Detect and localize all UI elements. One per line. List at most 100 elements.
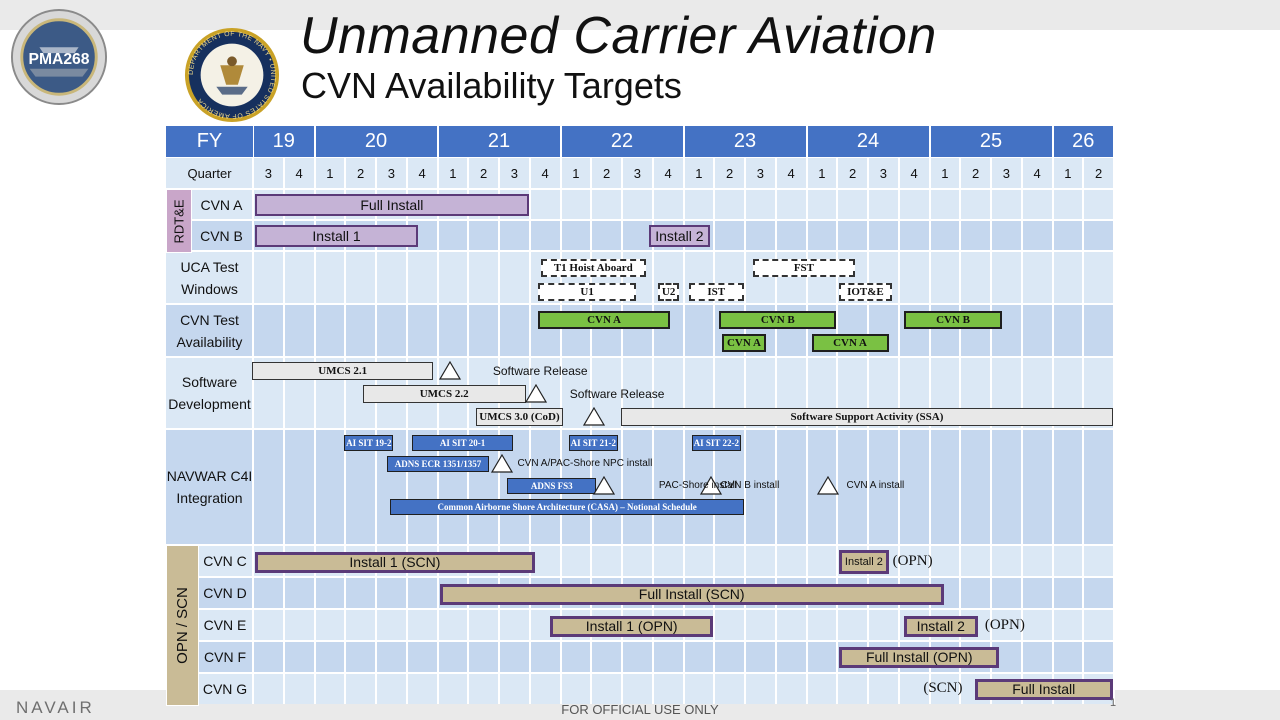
schedule-bar: IST [688,283,744,301]
grid-line [1082,157,1085,704]
schedule-bar: AI SIT 22-2 [691,435,741,451]
quarter-cell: 2 [849,165,857,181]
quarter-cell: 4 [295,165,303,181]
schedule-bar: CVN A [722,334,766,352]
year-header: 22 [561,126,683,157]
quarter-cell: 4 [664,165,672,181]
schedule-bar: UMCS 2.2 [362,385,526,403]
quarter-cell: 3 [1002,165,1010,181]
grid-line [897,157,900,704]
quarter-cell: 1 [1064,165,1072,181]
group-label-1: OPN / SCN [166,545,199,706]
quarter-cell: 2 [357,165,365,181]
year-header: 25 [930,126,1052,157]
schedule-bar: CVN A [537,311,671,329]
grid-line [498,157,500,704]
quarter-header-label: Quarter [187,165,232,181]
navy-seal-logo: DEPARTMENT OF THE NAVY • UNITED STATES O… [184,27,280,123]
quarter-cell: 4 [910,165,918,181]
group-label-0: RDT&E [166,189,192,253]
svg-text:PMA268: PMA268 [29,51,90,68]
schedule-bar: Install 1 [255,225,419,247]
row-separator [166,156,1114,158]
grid-line [774,157,777,704]
grid-line [375,157,377,704]
group-label-text: OPN / SCN [174,587,191,664]
quarter-cell: 2 [480,165,488,181]
schedule-bar: Install 1 (SCN) [255,551,535,573]
row-label-software: Software Development [168,374,251,412]
quarter-cell: 1 [326,165,334,181]
top-band [0,0,1280,30]
schedule-bar: Full Install (OPN) [839,646,1000,668]
quarter-cell: 2 [726,165,734,181]
group-label-text: RDT&E [171,198,187,244]
grid-line [805,157,808,704]
schedule-bar: U1 [537,283,637,301]
row-separator [166,544,1114,546]
quarter-cell: 1 [695,165,703,181]
schedule-bar: FST [753,259,855,277]
annotation-text: PAC-Shore install [658,479,738,491]
row-separator [166,356,1114,358]
annotation-text: (OPN) [892,552,933,569]
year-header: 20 [315,126,437,157]
pma268-logo: PMA268 [10,8,108,106]
quarter-cell: 3 [633,165,641,181]
annotation-text: CVN A/PAC-Shore NPC install [517,457,653,469]
row-separator [166,640,1114,642]
row-separator [166,219,1114,221]
quarter-cell: 3 [879,165,887,181]
grid-line [867,157,869,704]
schedule-bar: AI SIT 19-2 [344,435,394,451]
schedule-bar: CVN B [903,311,1003,329]
schedule-bar: ADNS ECR 1351/1357 [387,456,489,472]
row-background [166,545,1114,577]
quarter-cell: 2 [603,165,611,181]
annotation-text: CVN B install [720,479,780,491]
schedule-bar: Install 1 (OPN) [550,615,714,637]
classification-marking: FOR OFFICIAL USE ONLY [561,702,719,717]
schedule-bar: CVN A [811,334,889,352]
grid-line [282,157,285,704]
schedule-bar: Install 2 [903,615,978,637]
grid-line [528,157,531,704]
grid-line [682,157,685,704]
quarter-cell: 3 [756,165,764,181]
schedule-bar: UMCS 3.0 (CoD) [476,408,563,426]
row-separator [166,672,1114,674]
row-label-uca-test: UCA Test Windows [180,258,239,297]
year-header: 19 [254,126,314,157]
schedule-bar: Install 2 [648,225,711,247]
row-label-cvn-d: CVN D [203,585,247,601]
annotation-text: Software Release [492,363,588,378]
grid-line [744,157,746,704]
row-label-cvn-e: CVN E [203,617,247,633]
row-separator [166,188,1114,190]
quarter-cell: 2 [1095,165,1103,181]
schedule-bar: ADNS FS3 [507,478,597,494]
row-background [166,609,1114,641]
row-background [166,641,1114,673]
quarter-cell: 2 [972,165,980,181]
grid-line [436,157,439,704]
row-separator [166,576,1114,578]
fy-header: FY [166,126,253,157]
row-background [166,357,1114,429]
schedule-bar: Install 2 [839,550,889,574]
schedule-bar: T1 Hoist Aboard [540,259,646,277]
grid-line [621,157,623,704]
row-label-cvn-b: CVN B [200,227,243,244]
grid-line [713,157,716,704]
quarter-cell: 3 [264,165,272,181]
year-header: 23 [684,126,806,157]
grid-line [590,157,593,704]
row-label-navwar: NAVWAR C4I Integration [166,468,253,506]
annotation-text: CVN A install [846,479,905,491]
row-background [166,577,1114,609]
grid-line [959,157,962,704]
row-label-cvn-f: CVN F [204,649,246,665]
page-number: 1 [1110,697,1117,709]
schedule-bar: AI SIT 20-1 [411,435,514,451]
annotation-text: (OPN) [984,616,1025,633]
